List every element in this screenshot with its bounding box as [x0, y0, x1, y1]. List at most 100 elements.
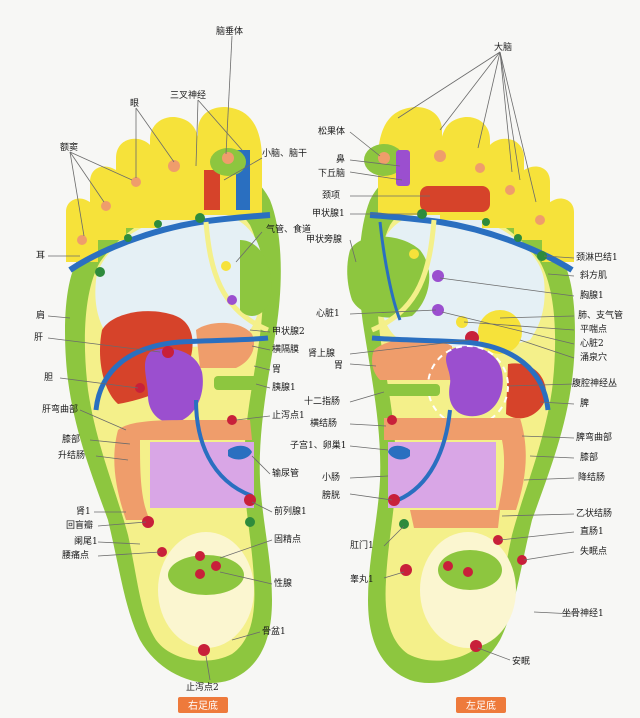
right-pancreas [214, 376, 260, 390]
label-xing-xian: 性腺 [274, 577, 292, 589]
label-pang-guang: 膀胱 [322, 489, 340, 501]
label-yong-quan-xue: 涌泉穴 [580, 351, 607, 363]
left-point-c [400, 564, 412, 576]
label-xi-bu-left: 膝部 [580, 451, 598, 463]
right-point-9 [195, 569, 205, 579]
left-point-neck-2 [482, 218, 490, 226]
left-point-h [517, 555, 527, 565]
label-jian: 肩 [36, 309, 45, 321]
left-point-thymus [432, 270, 444, 282]
label-song-guo-ti: 松果体 [318, 125, 345, 137]
label-wei: 胃 [272, 364, 281, 375]
label-jing-xiang: 颈项 [322, 190, 340, 201]
left-sigmoid-colon [410, 510, 500, 528]
label-e-dou: 额窦 [60, 141, 78, 153]
label-an-mian: 安眠 [512, 655, 530, 667]
left-heart-zone [478, 310, 522, 354]
label-pi-wan-qu-bu: 脾弯曲部 [576, 431, 612, 443]
left-foot-heel-zone [420, 532, 516, 648]
right-point-eye-2 [131, 177, 141, 187]
label-heng-jie-chang: 横结肠 [310, 417, 337, 429]
label-xi-bu: 膝部 [62, 433, 80, 445]
left-point-toe2 [434, 150, 446, 162]
label-gu-jing-dian: 固精点 [274, 533, 301, 545]
label-zuo-gu-shen-jing: 坐骨神经1 [562, 607, 604, 619]
right-point-neck-2 [154, 220, 162, 228]
left-toe-3 [482, 138, 524, 228]
left-foot [347, 106, 575, 684]
label-zhi-chang: 直肠1 [580, 525, 604, 537]
label-zhi-xie-dian: 止泻点1 [272, 409, 305, 421]
label-sheng-jie-chang: 升结肠 [58, 449, 85, 461]
left-foot-title: 左足底 [456, 697, 506, 713]
label-da-nao: 大脑 [494, 41, 512, 53]
label-hui-mang-ban: 回盲瓣 [66, 519, 93, 531]
left-point-b [399, 519, 409, 529]
label-xie-fang-ji: 斜方肌 [580, 269, 607, 281]
right-point-6 [142, 516, 154, 528]
left-esophagus-line [378, 221, 402, 321]
label-gan-wan-qu-bu: 肝弯曲部 [42, 403, 78, 415]
left-nose-band [396, 150, 410, 186]
label-bi: 鼻 [336, 153, 345, 165]
label-qian-lie-xian: 前列腺1 [274, 505, 307, 517]
label-gu-pen: 骨盆1 [262, 625, 286, 637]
label-xiao-chang: 小肠 [322, 472, 340, 483]
right-point-sinus [101, 201, 111, 211]
left-point-neck-1 [417, 209, 427, 219]
label-pi: 脾 [580, 397, 589, 409]
label-yao-tong-dian: 腰痛点 [62, 549, 89, 561]
label-xiong-xian: 胸腺1 [580, 289, 604, 301]
label-er: 耳 [36, 250, 45, 261]
label-yan: 眼 [130, 98, 139, 109]
label-xin-zang: 心脏1 [316, 307, 340, 319]
label-dan: 胆 [44, 372, 53, 383]
right-point-neck-4 [95, 267, 105, 277]
left-point-toe3 [475, 163, 485, 173]
leader-lines [47, 35, 575, 681]
right-point-3 [162, 346, 174, 358]
label-xia-qiu-nao: 下丘脑 [318, 167, 345, 179]
left-ureter [397, 409, 452, 502]
left-neck-band [420, 186, 490, 212]
right-point-ear [77, 235, 87, 245]
left-adrenal-purple [445, 346, 503, 417]
right-point-7 [157, 547, 167, 557]
label-qi-guan-shi-dao: 气管、食道 [266, 223, 311, 235]
label-xiao-nao-nao-gan: 小脑、脑干 [262, 147, 307, 159]
label-san-cha-shen-jing: 三叉神经 [170, 89, 206, 101]
label-yi-xian: 胰腺1 [272, 381, 296, 393]
left-point-e [463, 567, 473, 577]
left-diaphragm-line [371, 335, 551, 411]
right-point-eye-1 [168, 160, 180, 172]
left-point-toe4 [505, 185, 515, 195]
label-xin-zang-2: 心脏2 [580, 337, 604, 349]
left-transverse-colon [384, 418, 526, 510]
right-point-10 [211, 561, 221, 571]
right-stomach-zone [196, 322, 255, 368]
left-point-i [387, 415, 397, 425]
label-jia-zhuang-pang-xian: 甲状旁腺 [306, 233, 342, 245]
left-trachea-line [371, 219, 437, 333]
left-point-neck-3 [514, 234, 522, 242]
right-cerebellum-band [204, 170, 220, 210]
label-gan: 肝 [34, 332, 43, 343]
label-nao-chui-ti: 脑垂体 [216, 25, 243, 37]
right-foot [65, 106, 281, 684]
left-duodenum [380, 384, 440, 396]
left-point-g [470, 640, 482, 652]
right-thyroid-green [240, 240, 272, 316]
label-lin-ba: 颈淋巴结1 [576, 251, 618, 263]
right-gallbladder-zone [144, 348, 203, 423]
label-shu-niao-guan: 输尿管 [272, 467, 299, 479]
right-foot-pelvis-zone [168, 555, 244, 595]
left-point-asthma [456, 316, 468, 328]
left-foot-title-text: 左足底 [466, 699, 496, 712]
label-heng-ge-mo: 横隔膜 [272, 343, 299, 355]
right-point-neck-1 [195, 213, 205, 223]
right-shoulder-line [68, 212, 271, 273]
right-diaphragm-line [93, 335, 269, 411]
label-shi-er-zhi-chang: 十二指肠 [304, 395, 340, 407]
